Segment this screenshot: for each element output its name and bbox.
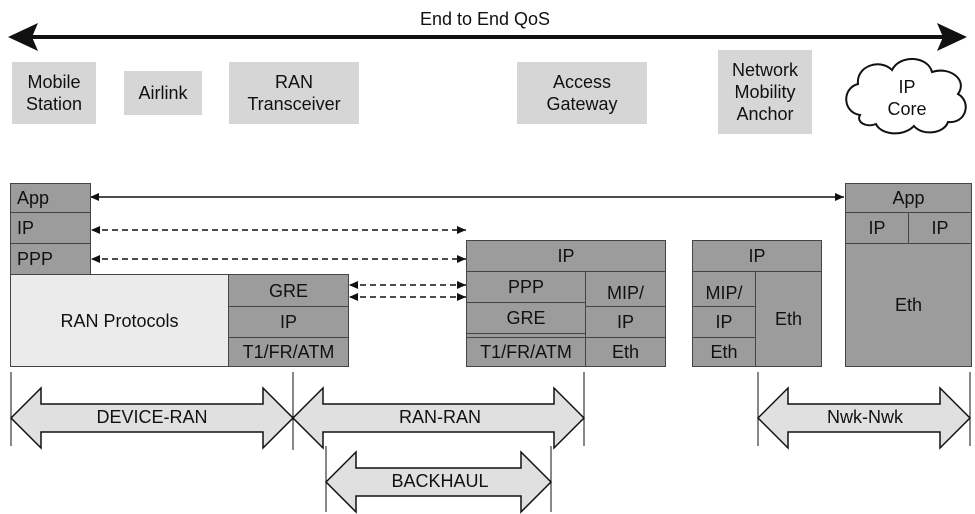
ran-ran-label: RAN-RAN: [398, 407, 481, 427]
ran-protocols-layer: RAN Protocols: [10, 274, 229, 367]
end-to-end-qos-arrow: [8, 23, 967, 51]
network-mobility-anchor-node: Network Mobility Anchor: [718, 50, 812, 134]
gateway-ip-right-layer: IP: [585, 306, 666, 338]
nwk-nwk-arrow: [756, 386, 972, 450]
access-gateway-node: Access Gateway: [517, 62, 647, 124]
anchor-eth-layer: Eth: [692, 337, 756, 367]
ran-t1-fr-atm-layer: T1/FR/ATM: [228, 337, 349, 367]
ran-ran-arrow: [291, 386, 586, 450]
core-eth-layer: Eth: [845, 243, 972, 367]
gateway-ppp-layer: PPP: [466, 271, 586, 303]
gateway-eth-layer: Eth: [585, 337, 666, 367]
anchor-ip-top-layer: IP: [692, 240, 822, 272]
gateway-ip-top-layer: IP: [466, 240, 666, 272]
nwk-nwk-label: Nwk-Nwk: [827, 407, 903, 427]
backhaul-arrow: [324, 450, 553, 514]
ran-ip-layer: IP: [228, 306, 349, 338]
core-ip-right-layer: IP: [908, 212, 972, 244]
core-ip-left-layer: IP: [845, 212, 909, 244]
mobile-ppp-layer: PPP: [10, 243, 91, 275]
anchor-ip-layer: IP: [692, 306, 756, 338]
gateway-t1-fr-atm-layer: T1/FR/ATM: [466, 337, 586, 367]
mobile-ip-layer: IP: [10, 212, 91, 244]
airlink-node: Airlink: [124, 71, 202, 115]
mobile-app-layer: App: [10, 183, 91, 213]
ran-transceiver-node: RAN Transceiver: [229, 62, 359, 124]
gateway-gre-layer: GRE: [466, 302, 586, 334]
mobile-station-node: Mobile Station: [12, 62, 96, 124]
core-app-layer: App: [845, 183, 972, 213]
anchor-eth-tall-layer: Eth: [755, 271, 822, 367]
ran-gre-layer: GRE: [228, 274, 349, 307]
device-ran-label: DEVICE-RAN: [96, 407, 208, 427]
end-to-end-qos-label: End to End QoS: [419, 9, 551, 29]
ip-core-label: IP Core: [887, 77, 927, 119]
backhaul-label: BACKHAUL: [391, 471, 489, 491]
ip-core-cloud: [845, 58, 967, 135]
